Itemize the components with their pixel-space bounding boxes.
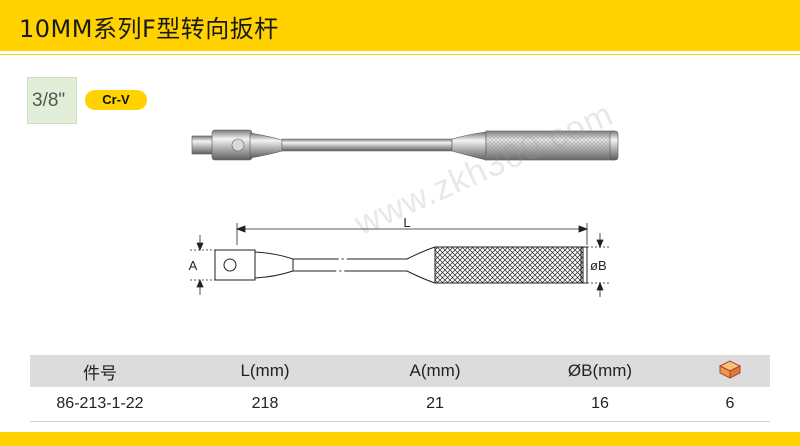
dimension-lines <box>190 223 610 297</box>
header-divider-line <box>0 54 800 55</box>
shaft <box>281 138 453 152</box>
square-drive-head <box>191 135 215 155</box>
dimension-label-b: øB <box>590 258 607 273</box>
table-row: 86-213-1-22 218 21 16 6 <box>30 387 770 422</box>
drive-size-box: 3/8" <box>27 77 77 124</box>
col-header-package <box>690 355 770 387</box>
dimension-diagram: L A øB <box>189 215 610 297</box>
footer-band <box>0 432 800 446</box>
page-header: 10MM系列F型转向扳杆 <box>0 0 800 51</box>
dimension-label-length: L <box>403 215 410 230</box>
cell-a: 21 <box>360 387 510 422</box>
col-header-a: A(mm) <box>360 355 510 387</box>
knurl-texture <box>486 131 614 160</box>
header-divider <box>0 51 800 54</box>
drive-size-label: 3/8" <box>32 90 66 111</box>
page-title: 10MM系列F型转向扳杆 <box>19 15 279 43</box>
material-badge: Cr-V <box>85 90 147 110</box>
col-header-length: L(mm) <box>170 355 360 387</box>
package-box-icon <box>718 359 742 379</box>
cell-length: 218 <box>170 387 360 422</box>
spec-table: 件号 L(mm) A(mm) ØB(mm) 86-213-1-22 218 21… <box>30 355 770 422</box>
pivot-pin <box>231 138 245 152</box>
tool-photo <box>191 129 619 161</box>
col-header-b: ØB(mm) <box>510 355 690 387</box>
diagram-outline <box>214 246 588 284</box>
cell-b: 16 <box>510 387 690 422</box>
neck-taper <box>249 132 283 159</box>
col-header-part-no: 件号 <box>30 355 170 387</box>
cell-package-qty: 6 <box>690 387 770 422</box>
dimension-label-a: A <box>189 258 198 273</box>
handle-end-cap <box>609 130 619 161</box>
cell-part-no: 86-213-1-22 <box>30 387 170 422</box>
table-header-row: 件号 L(mm) A(mm) ØB(mm) <box>30 355 770 387</box>
